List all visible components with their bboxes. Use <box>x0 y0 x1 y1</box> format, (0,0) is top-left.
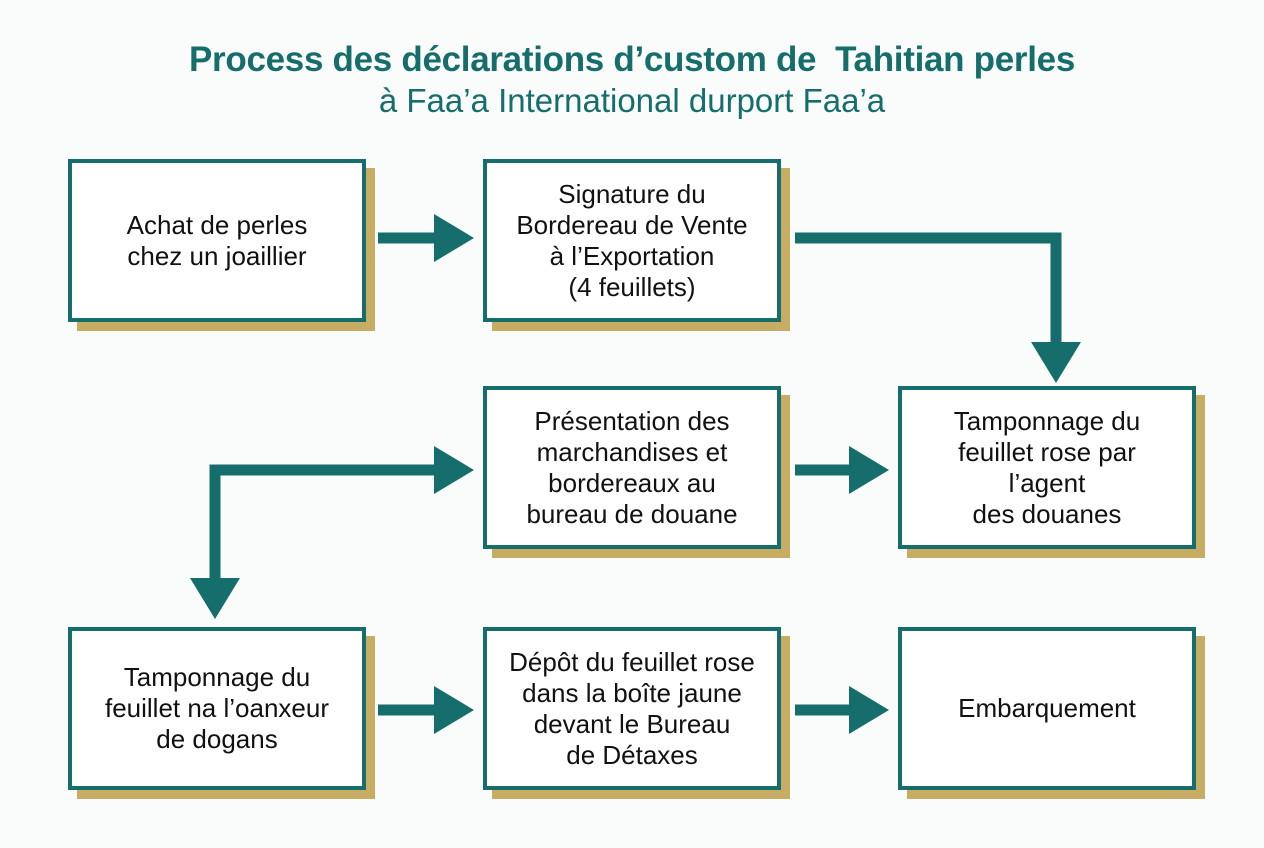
step-box-embarquement: Embarquement <box>898 627 1196 790</box>
arrowhead-right-3 <box>434 686 474 734</box>
step-label-tamponnage-agent: Tamponnage du feuillet rose par l’agent … <box>953 405 1141 529</box>
arrowhead-right-4 <box>849 686 889 734</box>
arrowhead-right-left-loop <box>434 446 474 494</box>
step-label-embarquement: Embarquement <box>958 693 1136 723</box>
step-label-depot: Dépôt du feuillet rose dans la boîte jau… <box>509 646 755 770</box>
arrowhead-right-2 <box>849 446 889 494</box>
arrowhead-right-1 <box>434 214 474 262</box>
step-box-tamponnage-agent: Tamponnage du feuillet rose par l’agent … <box>898 386 1196 549</box>
step-box-signature: Signature du Bordereau de Vente à l’Expo… <box>483 159 781 322</box>
step-box-presentation: Présentation des marchandises et bordere… <box>483 386 781 549</box>
arrow-signature-to-tamponnage-agent <box>795 232 1062 345</box>
arrowhead-down-1 <box>1031 342 1081 383</box>
step-label-signature: Signature du Bordereau de Vente à l’Expo… <box>516 178 748 302</box>
diagram-title: Process des déclarations d’custom de Tah… <box>189 40 1075 79</box>
step-box-achat: Achat de perles chez un joaillier <box>68 159 366 322</box>
step-label-tamponnage-douane: Tamponnage du feuillet na l’oanxeur de d… <box>104 662 330 754</box>
step-label-presentation: Présentation des marchandises et bordere… <box>526 405 738 529</box>
arrow-loop-presentation-tamponnage-douane <box>209 464 440 585</box>
step-box-depot: Dépôt du feuillet rose dans la boîte jau… <box>483 627 781 790</box>
arrowhead-down-2 <box>190 578 240 619</box>
step-box-tamponnage-douane: Tamponnage du feuillet na l’oanxeur de d… <box>68 627 366 790</box>
diagram-subtitle: à Faa’a International durport Faa’a <box>378 82 886 119</box>
step-label-achat: Achat de perles chez un joaillier <box>126 209 308 271</box>
